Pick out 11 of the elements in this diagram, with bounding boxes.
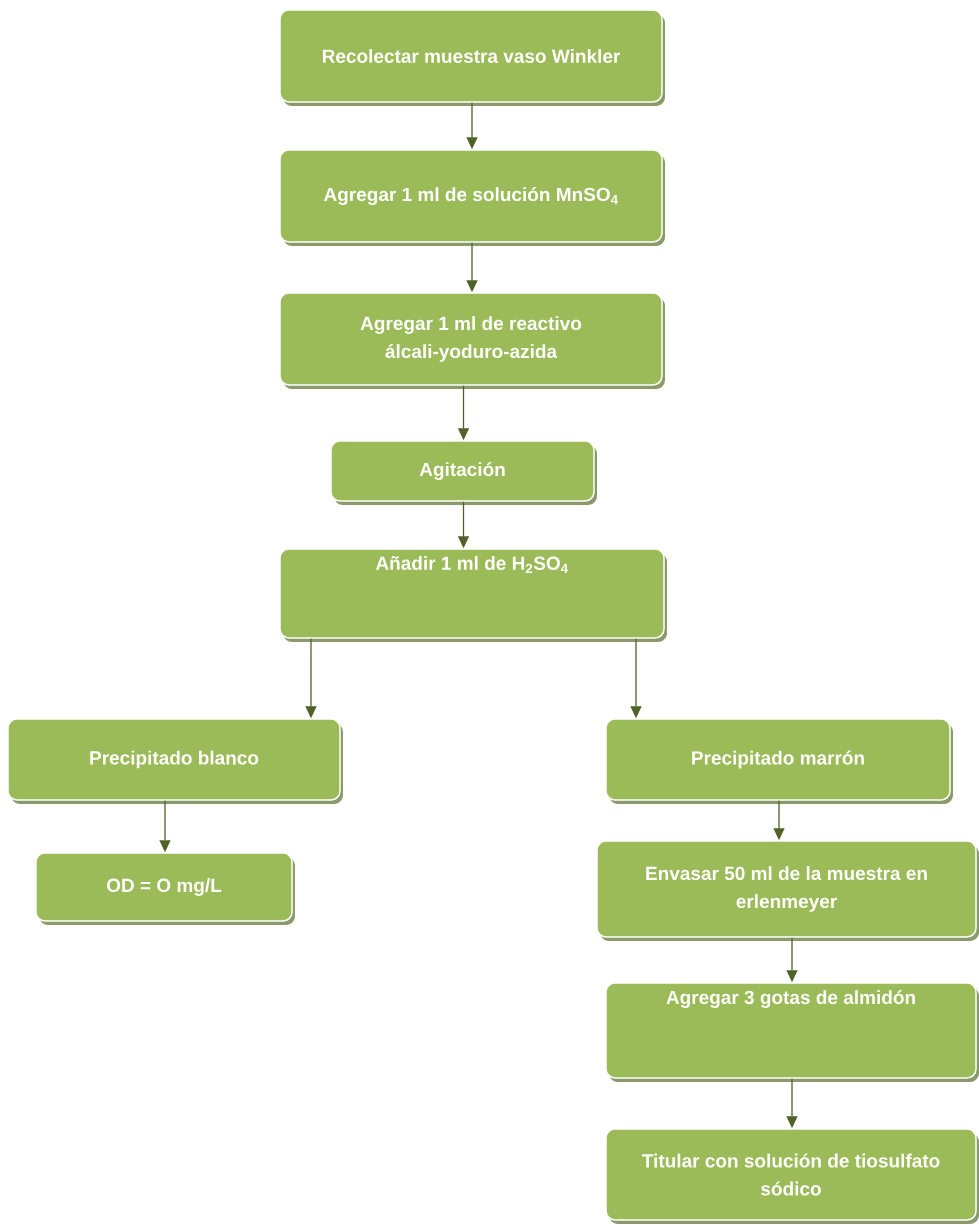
- process-box: OD = O mg/L: [35, 852, 295, 925]
- process-box: Agregar 1 ml de solución MnSO$_{4}$: [279, 149, 665, 246]
- process-box: Agregar 3 gotas de almidón: [605, 982, 979, 1082]
- process-box: Precipitado blanco: [7, 718, 343, 804]
- process-box: Recolectar muestra vaso Winkler: [279, 9, 665, 106]
- process-box: Precipitado marrón: [605, 718, 953, 804]
- process-box: Añadir 1 ml de H$_{2}$SO$_{4}$: [279, 548, 667, 642]
- process-box: Agitación: [330, 440, 597, 505]
- process-box: Envasar 50 ml de la muestra en erlenmeyer: [596, 840, 979, 941]
- process-box: Agregar 1 ml de reactivo álcali-yoduro-azida: [279, 292, 665, 389]
- process-box: Titular con solución de tiosulfato sódico: [605, 1128, 979, 1224]
